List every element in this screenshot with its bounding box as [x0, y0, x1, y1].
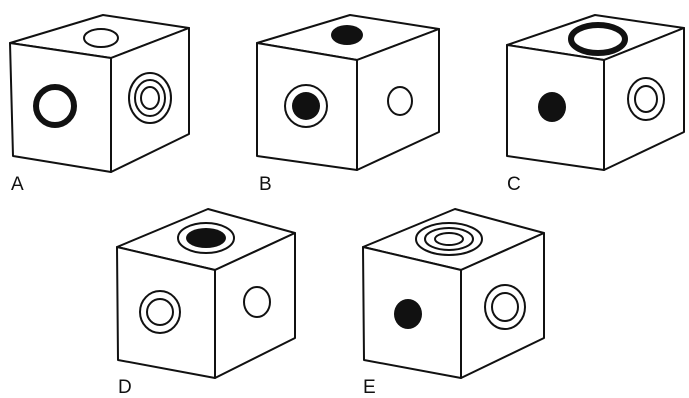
cube-d-side-face — [214, 232, 296, 379]
cube-d-label: D — [118, 377, 132, 398]
cube-c-side-double-ring-outer — [627, 77, 665, 121]
cube-b-label: B — [259, 174, 272, 195]
cube-a: A — [9, 14, 190, 195]
cube-e-front-solid-dot — [394, 299, 422, 329]
cube-e-side-double-ring-inner — [491, 292, 519, 322]
cube-d: D — [116, 208, 296, 398]
cube-c-side-face — [603, 27, 685, 171]
cube-a-side-triple-circles-middle — [134, 79, 166, 117]
cube-c-top-thick-ring — [568, 22, 628, 56]
cube-a-front-thick-ring — [33, 84, 77, 128]
cube-a-label: A — [11, 174, 24, 195]
cube-d-front-face — [116, 246, 216, 379]
cube-a-side-face — [110, 27, 190, 173]
cube-d-front-double-ring-outer — [139, 290, 181, 334]
cube-e-top-triple-circles-inner — [434, 232, 464, 246]
cube-d-front-double-ring-inner — [146, 298, 174, 326]
cube-b-front-ring — [284, 84, 328, 128]
cube-a-front-face — [9, 42, 112, 173]
cube-b-front-inner-dot — [292, 92, 320, 120]
cube-e-side-face — [460, 232, 545, 379]
cube-b: B — [256, 14, 440, 195]
cube-e-side-double-ring-outer — [484, 284, 526, 330]
cube-c-label: C — [507, 174, 521, 195]
cube-c-front-solid-dot — [538, 92, 566, 122]
cube-b-top-solid-dot — [331, 25, 363, 45]
cube-d-top-inner-dot — [186, 228, 226, 248]
cube-c: C — [506, 14, 685, 195]
cube-e-top-triple-circles-outer — [415, 222, 483, 256]
cube-a-side-triple-circles-inner — [140, 86, 160, 110]
cube-d-top-ring — [177, 222, 235, 254]
cube-e-top-triple-circles-middle — [424, 227, 474, 251]
cube-a-top-small-open-circle — [83, 28, 119, 48]
cube-c-side-double-ring-inner — [634, 85, 658, 113]
cube-b-side-small-open-circle — [387, 86, 413, 116]
cube-b-side-face — [356, 28, 440, 171]
cube-d-side-small-open-circle — [243, 286, 271, 318]
cube-a-side-triple-circles-outer — [128, 72, 172, 124]
cube-e-label: E — [363, 377, 376, 398]
cube-e: E — [362, 208, 545, 398]
